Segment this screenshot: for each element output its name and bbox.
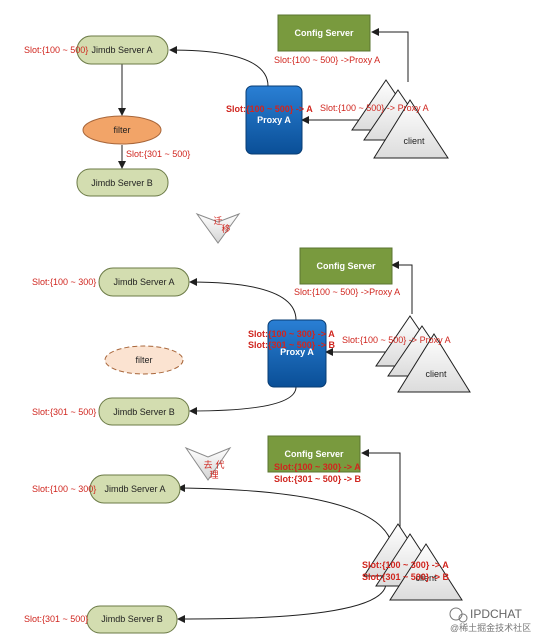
s2-slot-a: Slot:{100 ~ 300}	[32, 277, 96, 287]
wechat-icon	[449, 607, 463, 621]
arrow1-char-1: 迁	[213, 216, 222, 226]
s2-client-to-config-arrow	[391, 261, 413, 314]
s2-server-a	[98, 267, 190, 297]
s1-proxy-label: Proxy A	[257, 115, 291, 125]
s2-slot-b: Slot:{301 ~ 500}	[32, 407, 96, 417]
s1-slot-config: Slot:{100 ~ 500} ->Proxy A	[274, 55, 380, 65]
s2-slot-config: Slot:{100 ~ 500} ->Proxy A	[294, 287, 400, 297]
s2-slot-proxy-1: Slot:{100 ~ 300} -> A	[248, 329, 335, 339]
s2-proxy-a	[267, 319, 327, 388]
s3-client-to-config-arrow	[361, 449, 401, 530]
s3-server-a	[89, 474, 181, 504]
s3-server-a-label: Jimdb Server A	[104, 484, 165, 494]
s3-client-front	[389, 543, 463, 601]
down-arrow-icon	[195, 212, 241, 244]
s1-client-to-config-arrow	[371, 28, 409, 82]
arrow1-char-2: 移	[221, 223, 230, 234]
down-arrow-icon-2	[184, 446, 232, 481]
arrow2-char-1: 去	[203, 459, 212, 470]
s2-client-label: client	[425, 369, 447, 379]
s3-config-label: Config Server	[284, 449, 344, 459]
watermark: IPDCHAT @稀土掘金技术社区	[449, 607, 531, 633]
watermark-name: IPDCHAT	[470, 607, 522, 621]
s2-slot-proxy-2: Slot:{301 ~ 500} -> B	[248, 340, 336, 350]
s1-client-front	[373, 99, 449, 159]
s1-server-b-label: Jimdb Server B	[91, 178, 153, 188]
s1-server-a	[76, 35, 169, 65]
wechat-icon-dot	[458, 613, 468, 623]
section-2: Jimdb Server A Slot:{100 ~ 300} filter J…	[32, 247, 471, 426]
transition-arrow-1: 迁 移	[195, 212, 241, 244]
s3-server-b-label: Jimdb Server B	[101, 614, 163, 624]
s3-client-to-server-a-arrow	[177, 484, 393, 546]
s2-slot-client: Slot:{100 ~ 500} -> Proxy A	[342, 335, 451, 345]
section-3: Jimdb Server A Slot:{100 ~ 300} Jimdb Se…	[24, 435, 463, 634]
s1-server-b	[76, 168, 169, 197]
arrow2-char-2: 代	[215, 460, 224, 470]
s3-slot-b: Slot:{301 ~ 500}	[24, 614, 88, 624]
s2-config-server	[299, 247, 393, 285]
s1-proxy-a	[245, 85, 303, 155]
s2-proxy-to-server-a-arrow	[189, 278, 297, 321]
s2-server-a-label: Jimdb Server A	[113, 277, 174, 287]
s3-slot-config-1: Slot:{100 ~ 300} -> A	[274, 462, 361, 472]
s1-config-label: Config Server	[294, 28, 354, 38]
s2-filter-label: filter	[135, 355, 152, 365]
s1-client-label: client	[403, 136, 425, 146]
s3-slot-client-2: Slot:{301 ~ 500} -> B	[362, 572, 450, 582]
s1-slot-a: Slot:{100 ~ 500}	[24, 45, 88, 55]
section-1: Jimdb Server A Slot:{100 ~ 500} filter S…	[24, 14, 449, 197]
s2-proxy-to-server-b-arrow	[189, 386, 297, 415]
s3-slot-a: Slot:{100 ~ 300}	[32, 484, 96, 494]
s2-server-b	[98, 397, 190, 426]
s2-server-b-label: Jimdb Server B	[113, 407, 175, 417]
s2-config-label: Config Server	[316, 261, 376, 271]
s3-slot-client-1: Slot:{100 ~ 300} -> A	[362, 560, 449, 570]
s1-slot-client: Slot:{100 ~ 500} -> Proxy A	[320, 103, 429, 113]
s3-slot-config-2: Slot:{301 ~ 500} -> B	[274, 474, 362, 484]
s1-server-a-label: Jimdb Server A	[91, 45, 152, 55]
s3-server-b	[86, 605, 178, 634]
s2-proxy-label: Proxy A	[280, 347, 314, 357]
s2-filter-removed	[104, 345, 184, 375]
s3-client-label: client	[415, 573, 437, 583]
s3-config-server	[267, 435, 361, 473]
s1-config-server	[277, 14, 371, 52]
s3-client-to-server-b-arrow	[177, 582, 387, 624]
s1-slot-proxy: Slot:{100 ~ 500} -> A	[226, 104, 313, 114]
transition-arrow-2: 去 代 理	[184, 446, 232, 481]
watermark-sub: @稀土掘金技术社区	[450, 622, 531, 633]
s1-filter-label: filter	[113, 125, 130, 135]
s1-proxy-to-server-a-arrow	[169, 46, 269, 87]
s1-slot-filter: Slot:{301 ~ 500}	[126, 149, 190, 159]
s2-client-front	[397, 333, 471, 393]
s1-filter	[82, 115, 162, 145]
arrow2-char-3: 理	[209, 470, 218, 480]
